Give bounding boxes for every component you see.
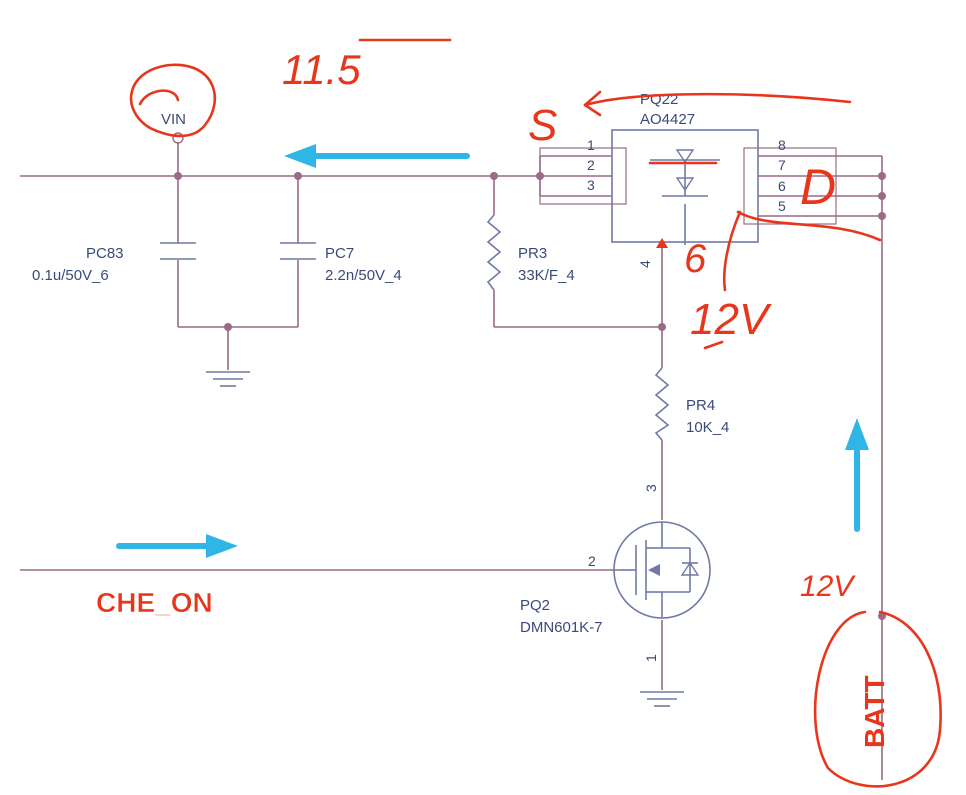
- batt-voltage-annotation: 12V: [800, 570, 856, 603]
- resistor-pr4: PR4 10K_4: [654, 367, 729, 441]
- ground-symbol: [640, 691, 684, 707]
- capacitor-pc83: PC83 0.1u/50V_6: [32, 242, 196, 284]
- pq22-pin-6: 6: [778, 178, 786, 194]
- handwritten-annotations: 11.5 S D 6 12V 12V: [129, 38, 942, 788]
- pc83-value: 0.1u/50V_6: [32, 267, 109, 284]
- pq22-pin-8: 8: [778, 137, 786, 153]
- mosfet-pq2: PQ2 DMN601K-7 2 3 1: [520, 484, 711, 662]
- junctions: [174, 172, 886, 620]
- vin-circle-ink: [129, 63, 216, 138]
- pq2-ref: PQ2: [520, 597, 550, 614]
- pq2-arrow: [648, 564, 660, 576]
- junction-dot: [174, 172, 182, 180]
- che-on-net-label: CHE_ON: [96, 587, 213, 618]
- pq2-value: DMN601K-7: [520, 619, 603, 636]
- pr3-ref: PR3: [518, 245, 547, 262]
- gate-volt-label-annotation: 12V: [690, 295, 772, 344]
- junction-dot: [878, 172, 886, 180]
- pen-cursor-icon: [703, 340, 724, 350]
- pr3-zigzag: [486, 214, 502, 291]
- pq22-pin-5: 5: [778, 198, 786, 214]
- pr4-ref: PR4: [686, 397, 715, 414]
- vin-label: VIN: [161, 111, 186, 128]
- pc83-ref: PC83: [86, 245, 124, 262]
- vin-port-circle: [172, 132, 184, 144]
- voltage-top-annotation: 11.5: [282, 46, 361, 93]
- vin-port: VIN: [161, 111, 186, 144]
- pq22-diode: [675, 149, 695, 164]
- junction-dot: [658, 323, 666, 331]
- ground-symbol: [206, 371, 250, 387]
- drain-pin-annotation: D: [800, 159, 836, 215]
- pq22-diode: [675, 177, 695, 192]
- ink-stroke: [736, 210, 882, 242]
- pq2-diode: [680, 561, 700, 576]
- junction-dot: [224, 323, 232, 331]
- pq22-pin-2: 2: [587, 157, 595, 173]
- junction-dot: [878, 212, 886, 220]
- pq22-source-frame: [539, 147, 627, 205]
- pq22-gate-marker: [656, 238, 668, 248]
- source-pin-annotation: S: [528, 101, 557, 150]
- ink-stroke: [722, 210, 742, 292]
- pq22-pin-3: 3: [587, 177, 595, 193]
- arrow-left-icon: [284, 144, 470, 168]
- batt-net-label: BATT: [859, 675, 890, 748]
- batt-circle-ink: [813, 610, 942, 788]
- junction-dot: [490, 172, 498, 180]
- pq22-underline-ink: [583, 92, 852, 107]
- pq2-pin-2: 2: [588, 553, 596, 569]
- pr4-value: 10K_4: [686, 419, 729, 436]
- arrow-right-icon: [116, 534, 238, 558]
- wires: [20, 142, 883, 780]
- capacitor-pc7: PC7 2.2n/50V_4: [280, 242, 402, 284]
- pr4-zigzag: [654, 367, 670, 441]
- pq2-pin-1: 1: [643, 654, 659, 662]
- ink-stroke: [138, 89, 180, 106]
- pr3-value: 33K/F_4: [518, 267, 575, 284]
- junction-dot: [878, 192, 886, 200]
- resistor-pr3: PR3 33K/F_4: [486, 214, 575, 291]
- arrow-up-icon: [845, 418, 869, 532]
- pq22-pin-4: 4: [637, 260, 653, 268]
- pq22-value: AO4427: [640, 111, 695, 128]
- ink-arrowhead: [583, 90, 602, 117]
- pq2-pin-3: 3: [643, 484, 659, 492]
- pc7-ref: PC7: [325, 245, 354, 262]
- pq22-pin-1: 1: [587, 137, 595, 153]
- pc7-value: 2.2n/50V_4: [325, 267, 402, 284]
- junction-dot: [294, 172, 302, 180]
- flow-arrows: [116, 144, 869, 558]
- pq22-pin-7: 7: [778, 157, 786, 173]
- gate-voltage-annotation: 6: [684, 237, 707, 281]
